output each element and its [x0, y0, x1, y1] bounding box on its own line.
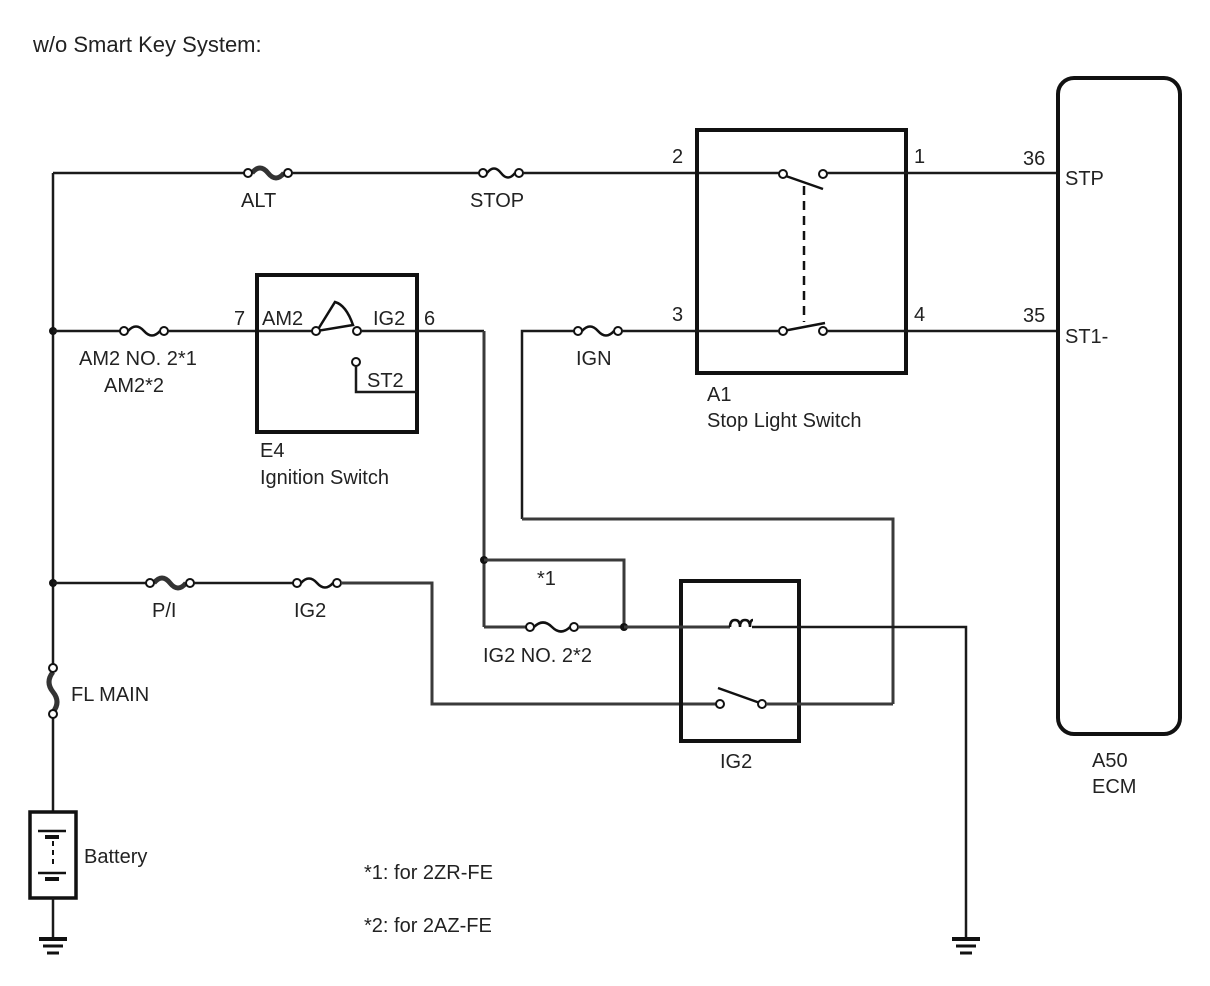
wire-ign-relay	[522, 517, 895, 704]
note-1: *1: for 2ZR-FE	[364, 862, 493, 884]
stop-fuse-label: STOP	[470, 190, 524, 212]
ignition-switch-box	[255, 273, 419, 434]
e4-st2-label: ST2	[367, 370, 404, 392]
ecm-code: A50	[1092, 750, 1128, 772]
ign-fuse-label: IGN	[576, 348, 612, 370]
ground-icon	[39, 937, 67, 955]
jumper-wire	[484, 558, 626, 627]
e4-name: Ignition Switch	[260, 467, 389, 489]
a1-pin-4: 4	[914, 304, 925, 326]
ecm-pin-st1: ST1-	[1065, 326, 1108, 348]
a1-pin-2: 2	[672, 146, 683, 168]
note-2: *2: for 2AZ-FE	[364, 915, 492, 937]
a1-pin-1: 1	[914, 146, 925, 168]
st2-terminal-icon	[351, 357, 417, 394]
ig2-no2-fuse-label: IG2 NO. 2*2	[483, 645, 592, 667]
wire-coil-ground	[752, 625, 968, 938]
ig2-relay-box	[679, 579, 801, 743]
e4-am2-label: AM2	[262, 308, 303, 330]
ig2-relay-label: IG2	[720, 751, 752, 773]
ecm-box	[1056, 76, 1182, 736]
wire-ig2-relay-switch	[341, 581, 716, 706]
e4-code: E4	[260, 440, 284, 462]
stop-fuse-icon	[478, 167, 524, 179]
pi-fuse-label: P/I	[152, 600, 176, 622]
relay-coil-icon	[728, 618, 754, 628]
ig2-no2-fuse-icon	[525, 621, 579, 633]
am2-fuse-icon	[119, 325, 169, 337]
ign-fuse-icon	[573, 325, 623, 337]
fl-main-fuse-label: FL MAIN	[71, 684, 149, 706]
alt-fuse-label: ALT	[241, 190, 276, 212]
diagram-title: w/o Smart Key System:	[32, 32, 262, 57]
ecm-name: ECM	[1092, 776, 1136, 798]
stop-light-switch-box	[695, 128, 908, 375]
e4-ig2-label: IG2	[373, 308, 405, 330]
e4-pin-7: 7	[234, 308, 245, 330]
stop-switch-lower-icon	[778, 321, 828, 336]
ecm-pin-36: 36	[1023, 148, 1045, 170]
ground-icon	[952, 937, 980, 955]
a1-pin-3: 3	[672, 304, 683, 326]
relay-switch-icon	[715, 686, 767, 709]
am2-fuse-label-2: AM2*2	[104, 375, 164, 397]
ecm-pin-35: 35	[1023, 305, 1045, 327]
wire-ign-1	[520, 329, 574, 519]
ecm-pin-stp: STP	[1065, 168, 1104, 190]
jumper-note: *1	[537, 568, 556, 590]
ignition-switch-contact-icon	[311, 300, 362, 336]
alt-fuse-icon	[243, 165, 293, 181]
battery-icon	[38, 829, 66, 881]
a1-code: A1	[707, 384, 731, 406]
e4-pin-6: 6	[424, 308, 435, 330]
pi-fuse-icon	[145, 575, 195, 591]
ig2-fuse-icon	[292, 577, 342, 589]
fl-main-fuse-icon	[46, 663, 60, 719]
battery-label: Battery	[84, 846, 147, 868]
am2-fuse-label-1: AM2 NO. 2*1	[79, 348, 197, 370]
a1-name: Stop Light Switch	[707, 410, 862, 432]
ig2-fuse-label: IG2	[294, 600, 326, 622]
